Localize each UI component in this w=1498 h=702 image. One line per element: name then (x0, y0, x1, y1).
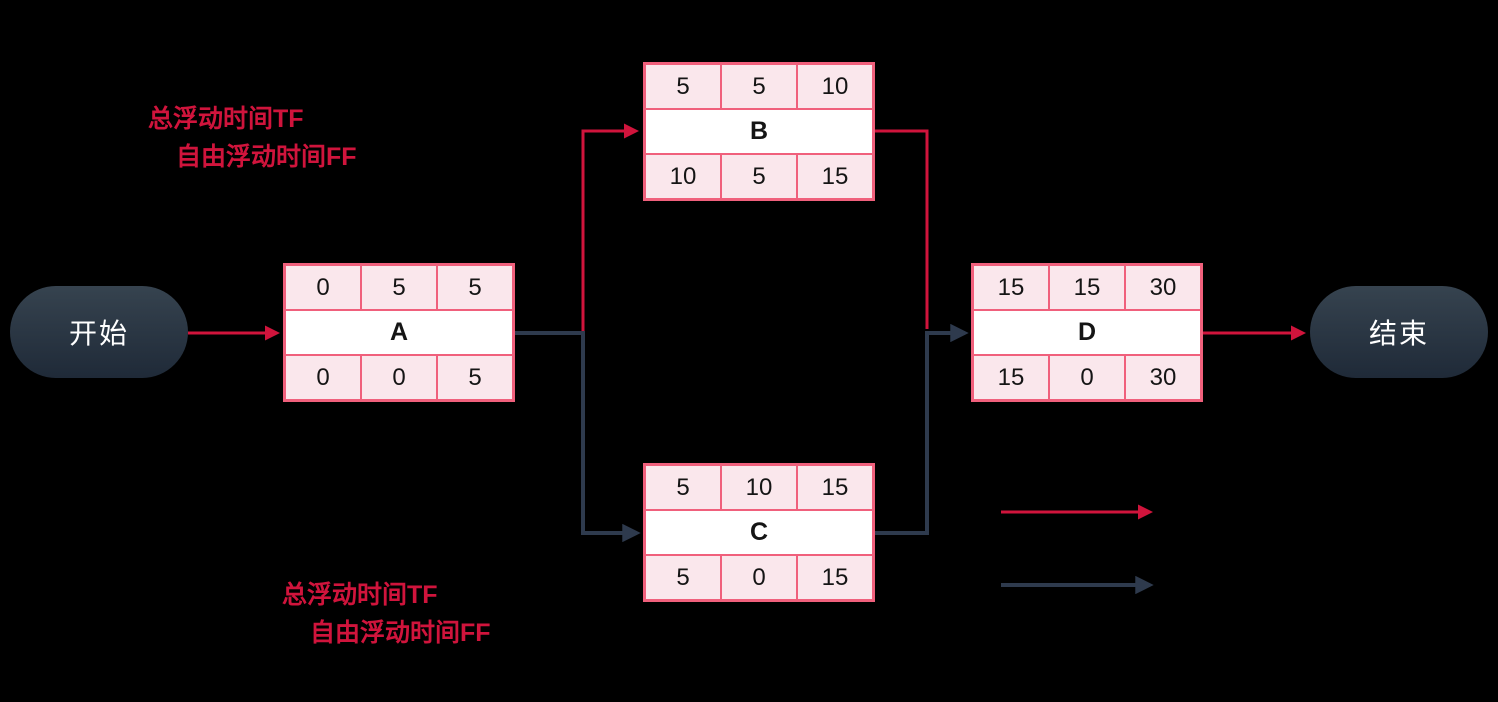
duration-cell: 5 (362, 266, 436, 309)
free-float-label: 自由浮动时间FF (176, 143, 357, 171)
es-cell: 15 (974, 266, 1048, 309)
float-cell: 5 (722, 155, 796, 198)
activity-table-c: 5 10 15 C 5 0 15 (643, 463, 875, 602)
edge-c-to-d (875, 323, 969, 535)
duration-cell: 15 (1050, 266, 1124, 309)
ls-cell: 10 (646, 155, 720, 198)
start-node-label: 开始 (68, 318, 129, 349)
es-cell: 0 (286, 266, 360, 309)
es-cell: 5 (646, 65, 720, 108)
activity-name: A (286, 311, 512, 354)
float-cell: 0 (722, 556, 796, 599)
ef-cell: 5 (438, 266, 512, 309)
edge-b-to-merge (875, 129, 929, 329)
start-node: 开始 (10, 286, 188, 378)
end-node-label: 结束 (1368, 318, 1429, 349)
lf-cell: 5 (438, 356, 512, 399)
duration-cell: 10 (722, 466, 796, 509)
lf-cell: 30 (1126, 356, 1200, 399)
edge-split-to-b (581, 123, 639, 333)
ls-cell: 5 (646, 556, 720, 599)
ef-cell: 10 (798, 65, 872, 108)
float-time-annotation-top: 总浮动时间TF 自由浮动时间FF (148, 100, 357, 176)
ef-cell: 30 (1126, 266, 1200, 309)
activity-name: D (974, 311, 1200, 354)
float-cell: 0 (362, 356, 436, 399)
ef-cell: 15 (798, 466, 872, 509)
es-cell: 5 (646, 466, 720, 509)
end-node: 结束 (1310, 286, 1488, 378)
float-time-annotation-bottom: 总浮动时间TF 自由浮动时间FF (282, 576, 491, 652)
activity-table-a: 0 5 5 A 0 0 5 (283, 263, 515, 402)
total-float-label: 总浮动时间TF (148, 105, 304, 133)
total-float-label: 总浮动时间TF (282, 581, 438, 609)
edge-split-to-c (581, 331, 641, 543)
activity-table-b: 5 5 10 B 10 5 15 (643, 62, 875, 201)
lf-cell: 15 (798, 155, 872, 198)
ls-cell: 0 (286, 356, 360, 399)
lf-cell: 15 (798, 556, 872, 599)
float-cell: 0 (1050, 356, 1124, 399)
ls-cell: 15 (974, 356, 1048, 399)
activity-name: C (646, 511, 872, 554)
activity-name: B (646, 110, 872, 153)
duration-cell: 5 (722, 65, 796, 108)
free-float-label: 自由浮动时间FF (310, 619, 491, 647)
activity-table-d: 15 15 30 D 15 0 30 (971, 263, 1203, 402)
